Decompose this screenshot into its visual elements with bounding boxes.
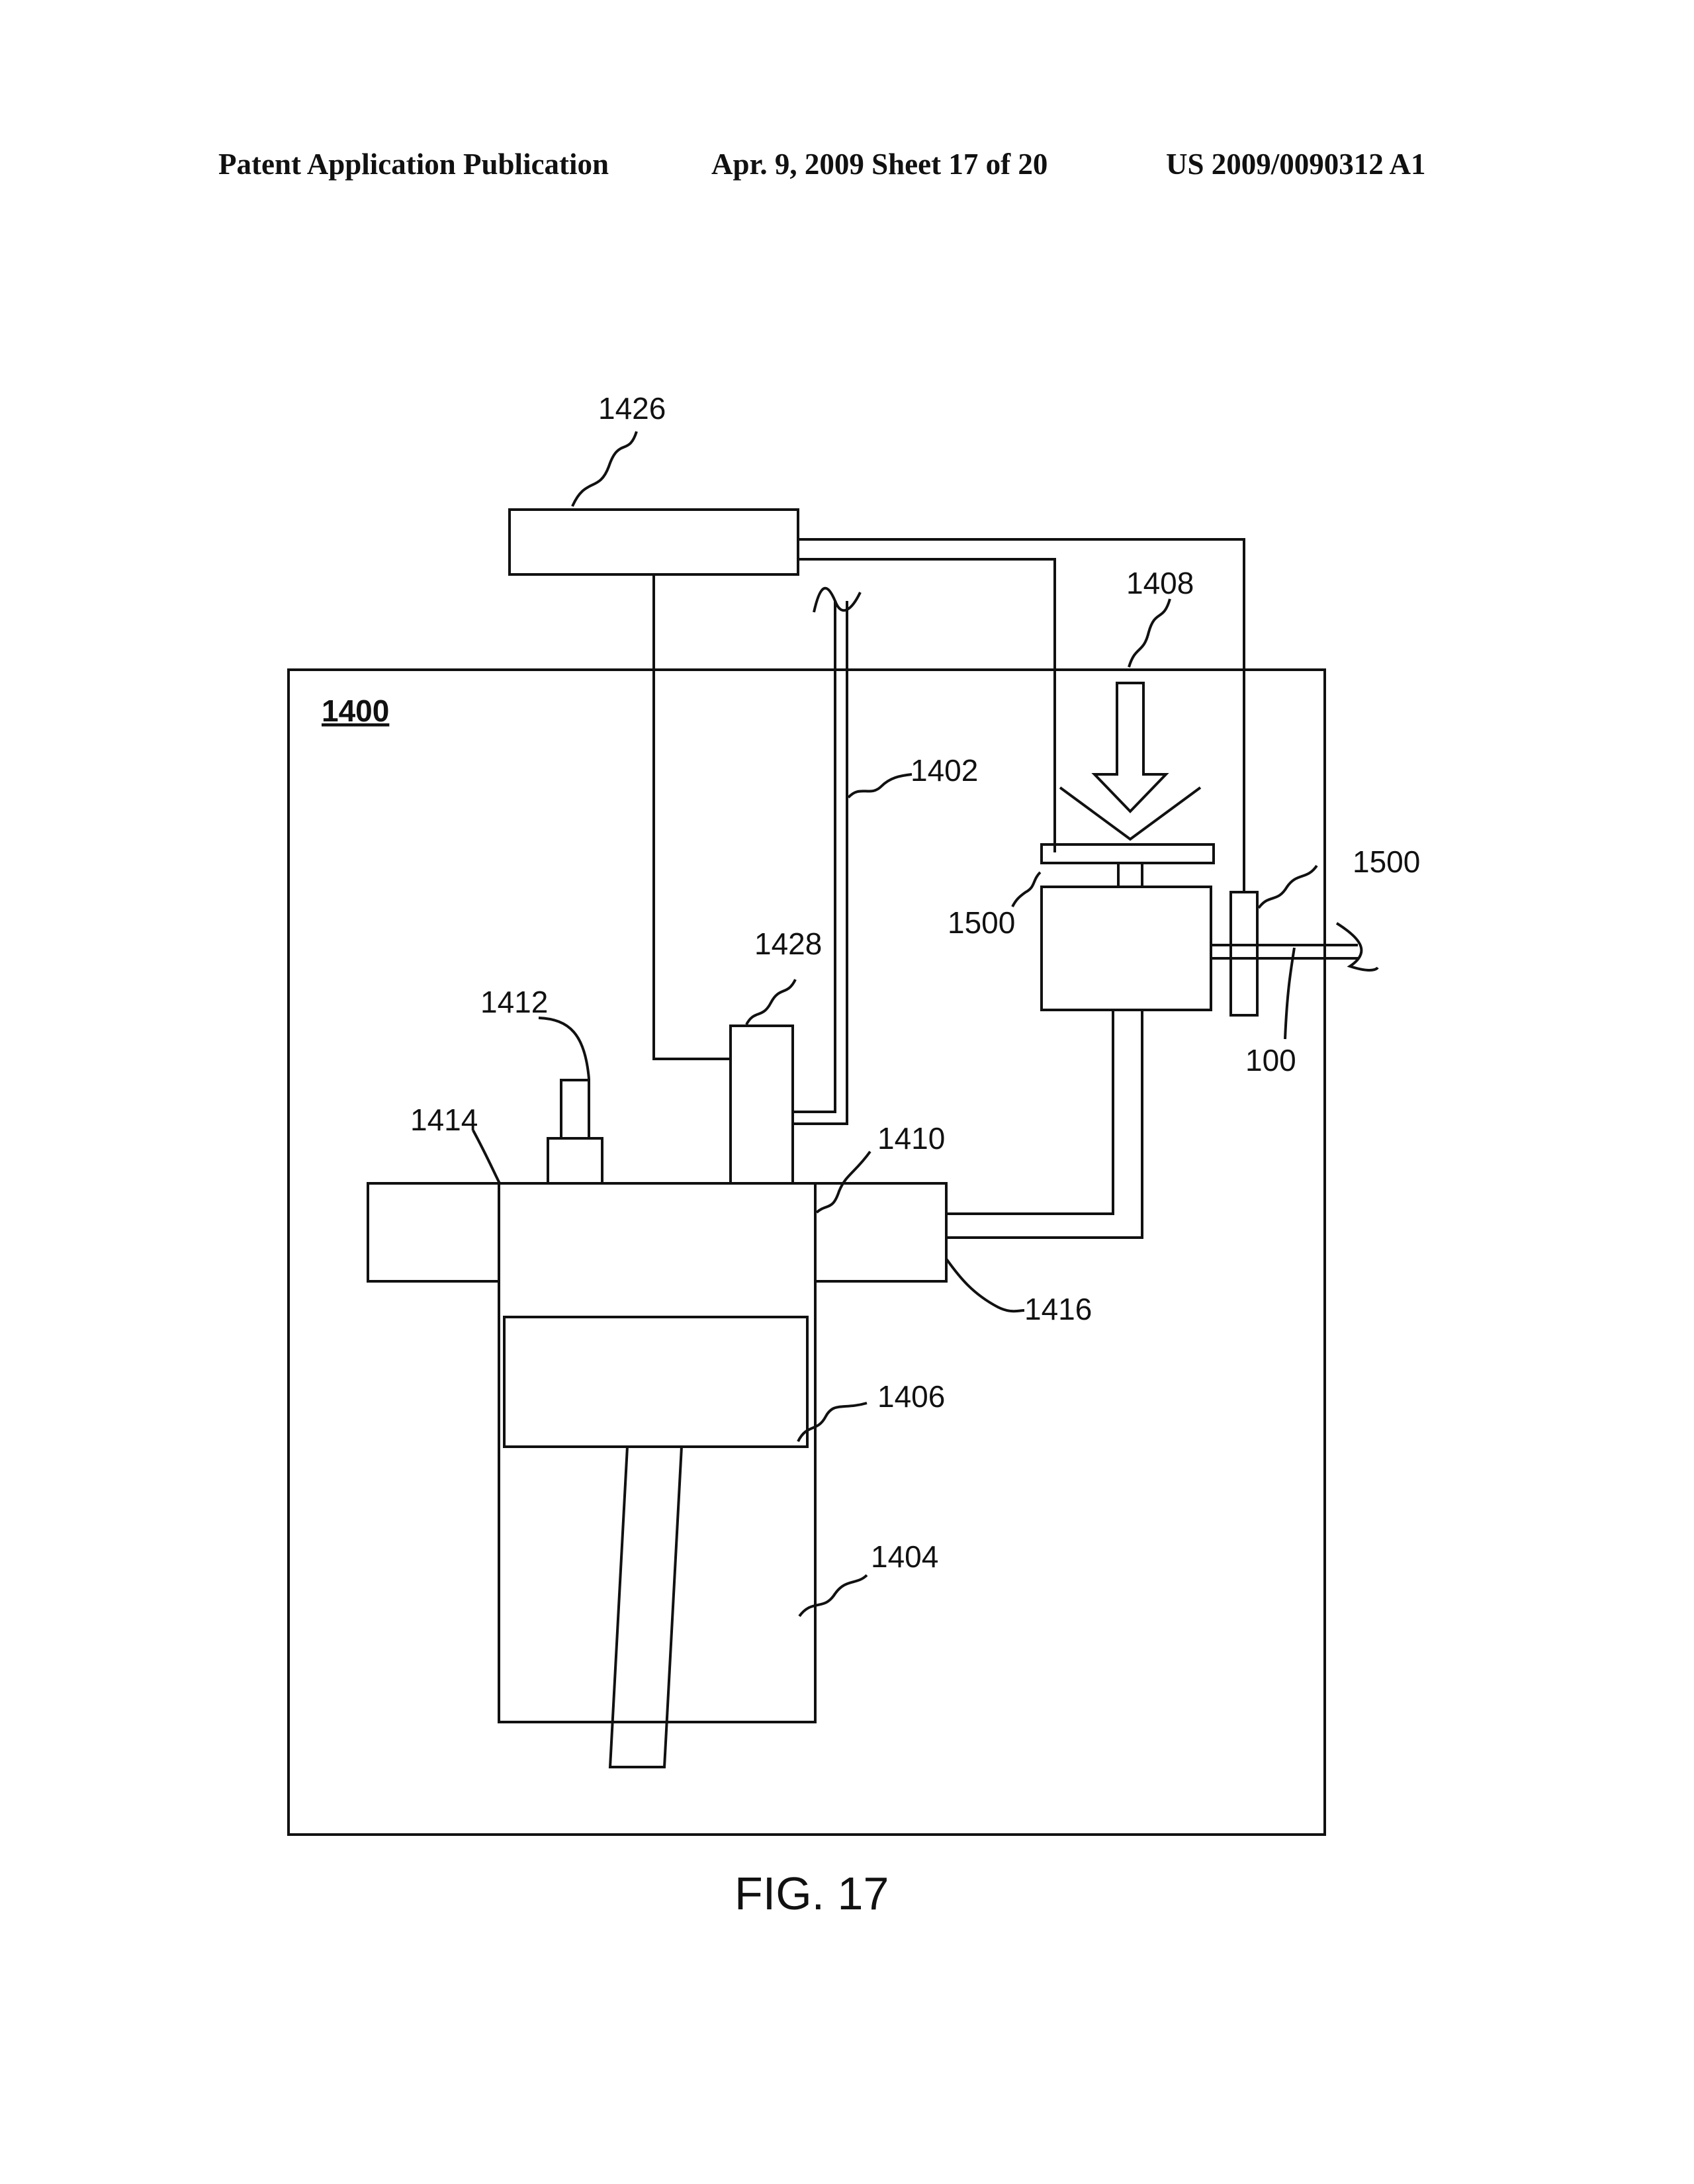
label-1402: 1402 [911, 753, 978, 788]
conduit-1402-outer [793, 601, 847, 1124]
label-1500-right: 1500 [1353, 844, 1420, 879]
leader-1412 [539, 1018, 589, 1079]
label-1414: 1414 [410, 1103, 478, 1137]
leader-1428 [746, 979, 795, 1024]
leader-1500-left [1012, 872, 1040, 907]
controller-box-1426 [510, 510, 798, 574]
sensor-block [1042, 887, 1211, 1010]
connector-1412-top [561, 1080, 589, 1138]
label-1408: 1408 [1126, 566, 1194, 600]
leader-1416 [946, 1259, 1024, 1311]
label-1400: 1400 [322, 694, 389, 728]
chevron-1408 [1060, 788, 1200, 839]
component-1428 [731, 1026, 793, 1183]
label-100: 100 [1245, 1043, 1296, 1077]
label-1416: 1416 [1024, 1292, 1092, 1326]
leader-1414 [473, 1130, 500, 1185]
label-1406: 1406 [877, 1379, 945, 1414]
conduit-block-to-1416-inner [946, 1010, 1113, 1214]
leader-1500-right [1259, 866, 1317, 908]
leader-100 [1285, 948, 1294, 1039]
label-1500-left: 1500 [948, 905, 1015, 940]
figure-caption: FIG. 17 [735, 1868, 889, 1919]
label-1404: 1404 [871, 1539, 938, 1574]
wire-controller-to-1428 [654, 574, 731, 1059]
label-1428: 1428 [754, 927, 822, 961]
ring-1500 [1231, 892, 1257, 1015]
plate-1500 [1042, 844, 1214, 863]
conduit-1402-cut-mark [814, 588, 860, 612]
connector-1412-base [548, 1138, 602, 1183]
label-1426: 1426 [598, 391, 666, 426]
label-1410: 1410 [877, 1121, 945, 1156]
fiber-100-cut-mark [1337, 923, 1378, 970]
leader-1408 [1129, 599, 1170, 667]
arrow-1408 [1094, 683, 1166, 811]
conduit-1402-inner [793, 601, 835, 1112]
leader-1426 [572, 432, 637, 506]
leader-1402 [848, 774, 912, 797]
label-1412: 1412 [480, 985, 548, 1019]
